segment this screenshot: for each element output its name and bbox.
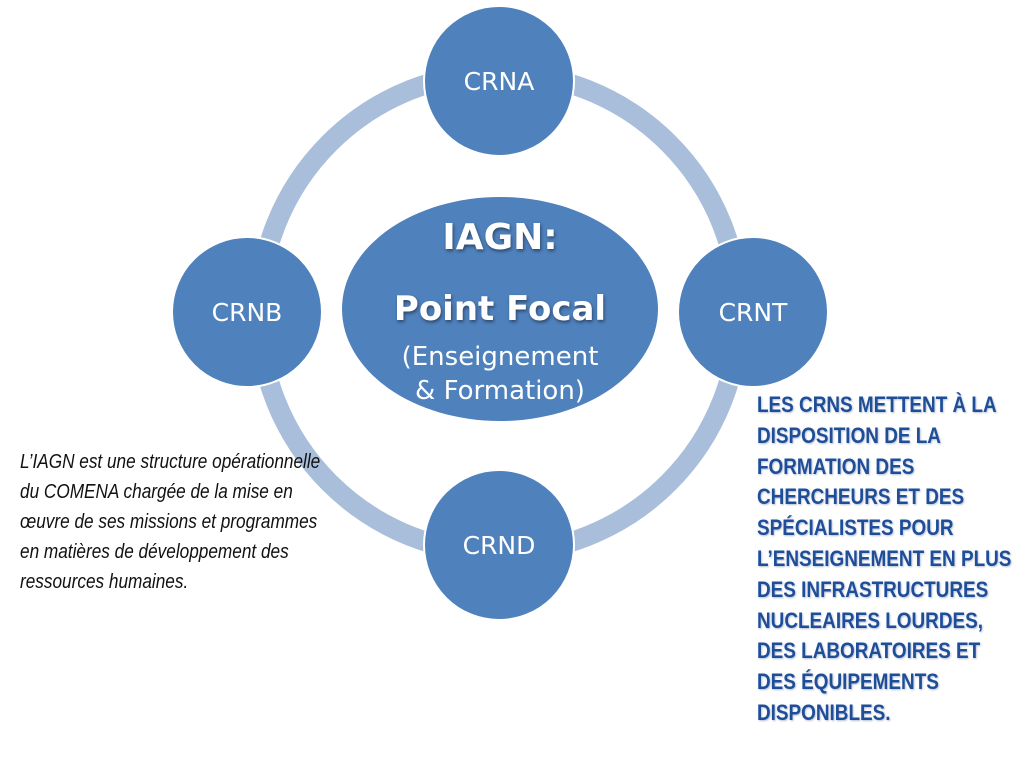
center-subtitle: Point Focal — [393, 289, 607, 329]
center-detail: (Enseignement & Formation) — [342, 340, 658, 408]
center-title: IAGN: — [442, 217, 558, 258]
node-crna: CRNA — [423, 5, 575, 157]
center-detail-line2: & Formation) — [415, 376, 585, 406]
crn-description: Les CRNs mettent à la disposition de la … — [757, 392, 1012, 725]
node-label: CRNB — [211, 297, 283, 327]
node-crnd: CRND — [423, 469, 575, 621]
node-label: CRND — [462, 530, 536, 560]
node-crnt: CRNT — [677, 236, 829, 388]
node-label: CRNA — [463, 66, 535, 96]
node-crnb: CRNB — [171, 236, 323, 388]
center-node-iagn: IAGN: Point Focal (Enseignement & Format… — [340, 195, 660, 423]
iagn-description: L’IAGN est une structure opérationnelle … — [20, 451, 321, 593]
node-label: CRNT — [718, 297, 788, 327]
center-detail-line1: (Enseignement — [401, 342, 599, 372]
